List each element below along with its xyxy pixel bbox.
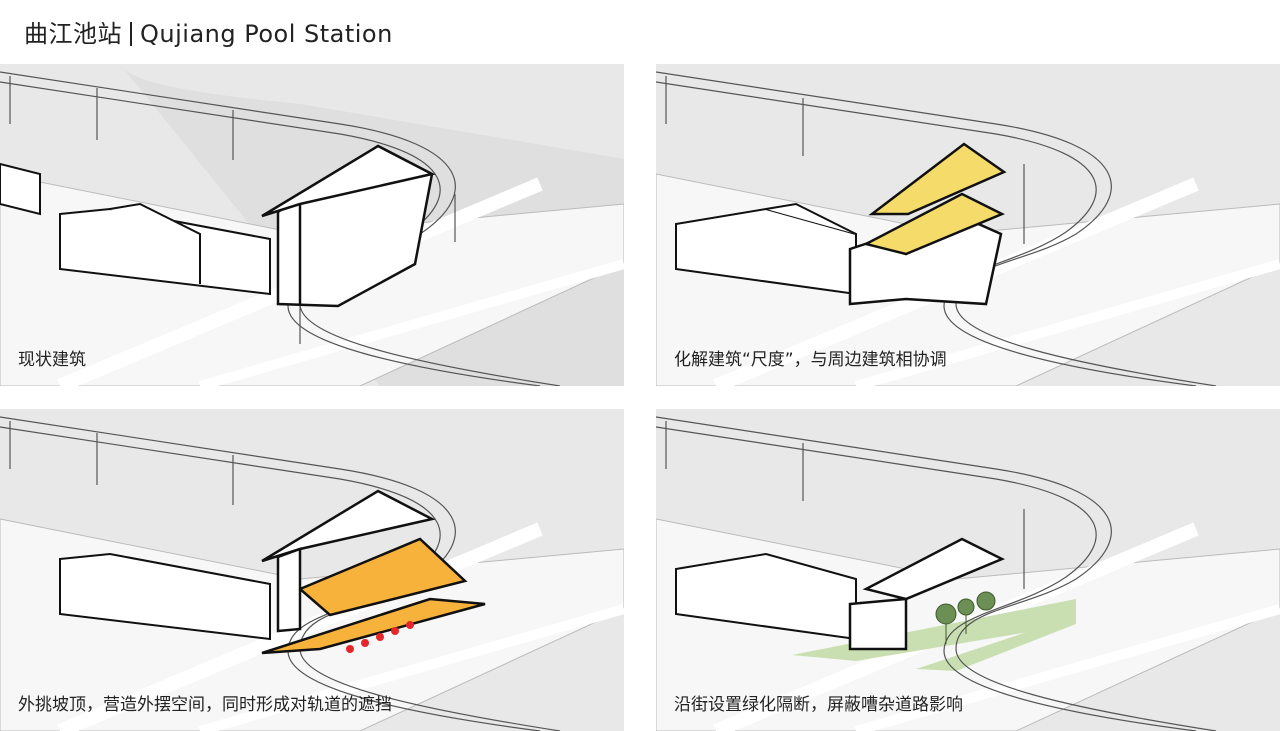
isometric-diagram <box>0 409 624 731</box>
title-chinese: 曲江池站 <box>24 20 122 48</box>
page-title: 曲江池站 Qujiang Pool Station <box>24 14 393 49</box>
station-building <box>261 489 436 633</box>
isometric-diagram <box>656 409 1280 731</box>
panel-caption: 外挑坡顶，营造外摆空间，同时形成对轨道的遮挡 <box>18 695 392 715</box>
diagram-panel-scale: 化解建筑“尺度”，与周边建筑相协调 <box>656 64 1280 386</box>
title-divider <box>130 22 132 46</box>
title-english: Qujiang Pool Station <box>140 20 393 48</box>
low-buildings <box>59 552 271 641</box>
station-building <box>848 142 1007 306</box>
diagram-panel-existing: 现状建筑 <box>0 64 624 386</box>
canopy-highlight <box>261 537 486 655</box>
panel-caption: 现状建筑 <box>18 350 86 370</box>
diagram-panel-greenery: 沿街设置绿化隔断，屏蔽嘈杂道路影响 <box>656 409 1280 731</box>
diagram-panel-canopy: 外挑坡顶，营造外摆空间，同时形成对轨道的遮挡 <box>0 409 624 731</box>
station-building <box>848 537 1006 651</box>
panel-caption: 化解建筑“尺度”，与周边建筑相协调 <box>674 350 947 370</box>
isometric-diagram <box>656 64 1280 386</box>
trees <box>935 591 996 644</box>
low-buildings <box>0 162 271 296</box>
lower-roof-highlight <box>862 192 1006 256</box>
outdoor-seating <box>346 621 414 653</box>
upper-roof-highlight <box>868 142 1007 216</box>
station-building <box>261 144 436 308</box>
elevated-rail <box>656 416 1217 731</box>
panel-caption: 沿街设置绿化隔断，屏蔽嘈杂道路影响 <box>674 695 963 715</box>
isometric-diagram <box>0 64 624 386</box>
